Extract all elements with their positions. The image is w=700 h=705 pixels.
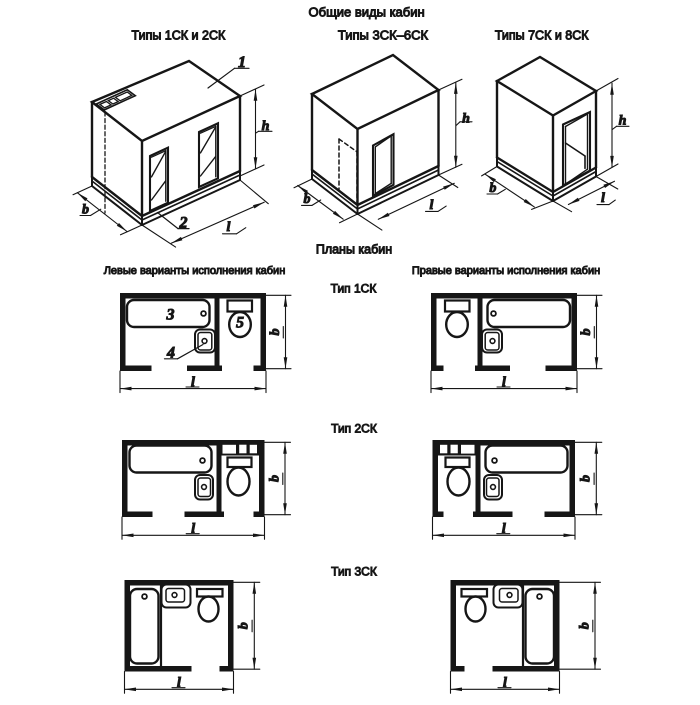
svg-text:l: l	[177, 676, 181, 691]
svg-text:b: b	[304, 192, 311, 207]
svg-text:l: l	[430, 198, 434, 213]
svg-text:Левые варианты исполнения каби: Левые варианты исполнения кабин	[104, 265, 286, 277]
svg-text:b: b	[268, 329, 283, 336]
svg-text:Планы кабин: Планы кабин	[316, 243, 392, 257]
svg-text:l: l	[191, 522, 195, 537]
svg-text:Тип 1СК: Тип 1СК	[331, 282, 377, 296]
svg-text:l: l	[502, 522, 506, 537]
svg-text:h: h	[262, 119, 270, 134]
svg-text:h: h	[462, 112, 470, 127]
svg-text:l: l	[227, 220, 231, 235]
svg-text:b: b	[237, 622, 252, 629]
svg-text:b: b	[489, 181, 496, 196]
svg-text:2: 2	[179, 214, 188, 231]
svg-text:b: b	[579, 475, 594, 482]
svg-text:b: b	[267, 475, 282, 482]
svg-text:4: 4	[166, 345, 175, 362]
svg-text:5: 5	[236, 315, 244, 332]
svg-text:l: l	[601, 191, 605, 206]
svg-text:b: b	[82, 203, 89, 218]
svg-text:b: b	[577, 622, 592, 629]
svg-text:l: l	[502, 375, 506, 390]
svg-text:Типы 3СК–6СК: Типы 3СК–6СК	[338, 28, 429, 43]
svg-text:Тип 3СК: Тип 3СК	[331, 565, 377, 579]
svg-text:3: 3	[166, 307, 175, 324]
svg-text:l: l	[191, 375, 195, 390]
svg-text:Тип 2СК: Тип 2СК	[331, 422, 377, 436]
svg-text:h: h	[619, 114, 627, 129]
svg-text:l: l	[503, 676, 507, 691]
svg-text:Типы 1СК и 2СК: Типы 1СК и 2СК	[132, 29, 226, 43]
svg-text:Типы 7СК и 8СК: Типы 7СК и 8СК	[495, 29, 589, 43]
svg-text:1: 1	[238, 54, 246, 71]
svg-text:Общие виды кабин: Общие виды кабин	[309, 5, 425, 20]
svg-text:b: b	[579, 329, 594, 336]
svg-text:Правые варианты исполнения каб: Правые варианты исполнения кабин	[412, 265, 600, 277]
